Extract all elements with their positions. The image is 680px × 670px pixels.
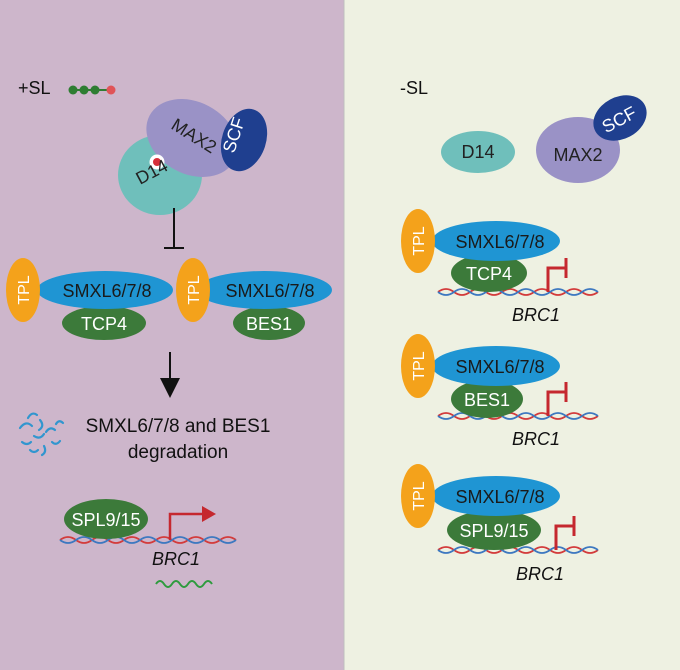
degradation-text-line2: degradation <box>128 442 228 463</box>
tpl-label: TPL <box>186 275 203 304</box>
tpl-protein <box>401 209 435 273</box>
strigolactone-icon <box>68 85 116 95</box>
smxl-label: SMXL6/7/8 <box>455 357 544 377</box>
tpl-protein <box>176 258 210 322</box>
tcp4-label: TCP4 <box>466 264 512 284</box>
smxl-protein <box>37 271 173 309</box>
d14-label-right: D14 <box>461 142 494 162</box>
tpl-protein <box>6 258 40 322</box>
smxl-protein <box>432 221 560 261</box>
degraded-protein-icon <box>18 412 65 457</box>
smxl-label: SMXL6/7/8 <box>62 281 151 301</box>
bes1-label: BES1 <box>246 314 292 334</box>
tpl-label: TPL <box>411 351 428 380</box>
right-panel: -SL D14 MAX2 SCF TPL SMXL6/7/8 TCP4 BRC1 <box>400 78 647 584</box>
bes1-protein <box>233 306 305 340</box>
mrna-icon <box>155 580 213 588</box>
d14-protein <box>441 131 515 173</box>
tpl-label: TPL <box>411 226 428 255</box>
tpl-label: TPL <box>411 481 428 510</box>
scf-protein <box>220 108 268 172</box>
spl915-protein <box>447 510 541 550</box>
brc1-label-left: BRC1 <box>152 549 200 569</box>
scf-protein <box>593 95 647 141</box>
smxl-label: SMXL6/7/8 <box>455 487 544 507</box>
repressor-complex-spl915: TPL SMXL6/7/8 SPL9/15 BRC1 <box>401 464 599 584</box>
degradation-text-line1: SMXL6/7/8 and BES1 <box>86 416 271 437</box>
smxl-protein <box>432 346 560 386</box>
brc1-label: BRC1 <box>512 429 560 449</box>
bes1-protein <box>451 380 523 418</box>
left-panel: +SL D14 MAX2 SCF <box>6 78 332 588</box>
receptor-complex: D14 MAX2 SCF <box>118 99 268 215</box>
tpl-label: TPL <box>16 275 33 304</box>
activation-arrow-icon <box>168 506 216 540</box>
spl915-label: SPL9/15 <box>71 510 140 530</box>
smxl-label: SMXL6/7/8 <box>455 232 544 252</box>
spl915-protein <box>64 499 148 539</box>
repression-icon <box>546 382 568 416</box>
tcp4-protein <box>62 306 146 340</box>
inhibition-arrow <box>164 208 184 249</box>
bes1-label: BES1 <box>464 390 510 410</box>
brc1-label: BRC1 <box>512 305 560 325</box>
brc1-label: BRC1 <box>516 564 564 584</box>
complex-tpl-smxl-bes1: TPL SMXL6/7/8 BES1 <box>176 258 332 340</box>
tpl-protein <box>401 464 435 528</box>
complex-tpl-smxl-tcp4: TPL SMXL6/7/8 TCP4 <box>6 258 173 340</box>
smxl-label: SMXL6/7/8 <box>225 281 314 301</box>
repressor-complex-tcp4: TPL SMXL6/7/8 TCP4 BRC1 <box>401 209 599 325</box>
repression-icon <box>546 258 568 292</box>
left-header: +SL <box>18 78 51 98</box>
brc1-dna-left <box>59 536 237 544</box>
max2-label-right: MAX2 <box>553 145 602 165</box>
repressor-complex-bes1: TPL SMXL6/7/8 BES1 BRC1 <box>401 334 599 449</box>
tcp4-protein <box>451 254 527 292</box>
smxl-protein <box>432 476 560 516</box>
repression-icon <box>554 516 576 550</box>
tcp4-label: TCP4 <box>81 314 127 334</box>
spl915-label: SPL9/15 <box>459 521 528 541</box>
tpl-protein <box>401 334 435 398</box>
smxl-protein <box>196 271 332 309</box>
max2-protein <box>146 99 238 177</box>
right-header: -SL <box>400 78 428 98</box>
